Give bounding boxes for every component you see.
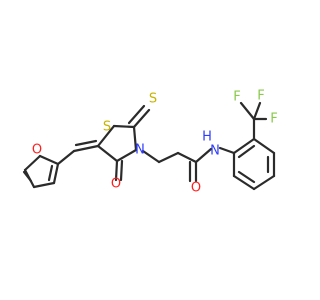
atom-label-ring-carbonyl-oxygen: O [111, 177, 121, 192]
bond-benzene-inner-3 [237, 170, 256, 184]
bond-c2-thione [132, 108, 151, 129]
bond-ring-c2-n3 [132, 125, 138, 152]
molecule-canvas: O S S N O O N H F F F [22, 88, 278, 196]
bond-ch2b-amide-c [176, 151, 198, 164]
bond-cf3-f-top-left [239, 101, 256, 121]
atom-label-thione-sulfur: S [149, 92, 157, 107]
atom-label-amide-oxygen: O [191, 181, 201, 196]
bond-ring-c5-s1 [96, 124, 116, 148]
atom-label-fluorine-right: F [270, 112, 277, 127]
atom-label-furan-oxygen: O [32, 143, 42, 158]
bond-furan-o-c2 [38, 154, 60, 166]
bond-ring-s1-c2 [112, 124, 136, 129]
atom-label-fluorine-top-right: F [257, 89, 264, 104]
bond-benzene-5 [232, 174, 256, 191]
bond-amide-c-n [194, 147, 213, 164]
bond-methine-ring-c5 [72, 144, 100, 153]
bond-furan-c3-c4 [32, 181, 56, 189]
bond-ch2a-ch2b [157, 151, 180, 164]
bond-benzene-2 [252, 137, 276, 155]
atom-label-fluorine-top-left: F [233, 90, 240, 105]
atom-label-ring-sulfur: S [103, 120, 111, 135]
bond-cf3-f-top-right [252, 101, 262, 121]
bond-n3-ch2a [141, 149, 161, 164]
bond-c4-ring-carbonyl [114, 159, 119, 182]
bond-furan-c2-c3 [52, 162, 60, 185]
bond-ring-c4-c5 [96, 144, 119, 163]
bond-c2-thione-double [127, 104, 146, 125]
bond-layer [22, 101, 276, 191]
bond-benzene-inner-1 [237, 144, 256, 159]
structure-diagram: O S S N O O N H F F F [22, 89, 278, 196]
bond-amide-n-aryl [218, 146, 236, 155]
bond-methine-ring-c5-double [74, 139, 98, 147]
bond-benzene-4 [252, 174, 276, 191]
atom-label-amide-hydrogen: H [202, 130, 212, 145]
bond-furan-to-methine [56, 149, 76, 166]
bond-furan-c5-o [23, 154, 42, 172]
atom-label-amide-nitrogen: N [210, 144, 220, 159]
atom-label-ring-nitrogen: N [135, 143, 145, 158]
bond-c4-ring-carbonyl-double [119, 159, 124, 182]
bond-benzene-1 [232, 137, 256, 155]
bond-furan-c4-c5-inner [22, 170, 33, 183]
label-layer: O S S N O O N H F F F [32, 89, 278, 196]
bond-furan-c2-c3-inner [47, 164, 54, 182]
bond-ring-n3-c4 [115, 148, 138, 163]
